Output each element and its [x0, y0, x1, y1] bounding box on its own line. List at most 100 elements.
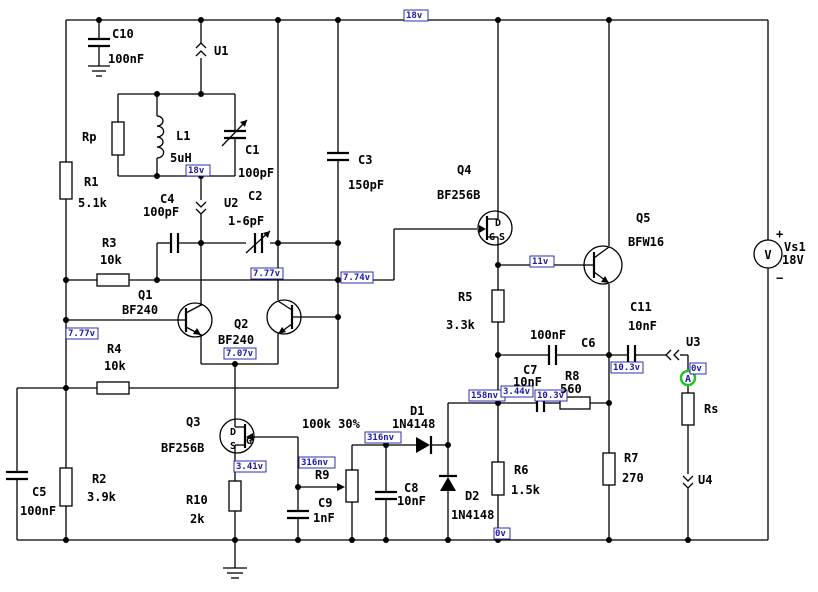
d1-name: D1 — [410, 404, 424, 418]
q2-value: BF240 — [218, 333, 254, 347]
r3-value: 10k — [100, 253, 122, 267]
r4-value: 10k — [104, 359, 126, 373]
voltage-tags: 18v 18v 7.77v 7.74v 7.77v 7.07v 3.41v 31… — [65, 9, 707, 540]
q4-name: Q4 — [457, 163, 471, 177]
tag-r8-left: 3.44v — [503, 387, 531, 397]
q4-value: BF256B — [437, 188, 480, 202]
tag-top-rail: 18v — [406, 11, 423, 21]
c5-value: 100nF — [20, 504, 56, 518]
c8-name: C8 — [404, 481, 418, 495]
probe-u2-icon — [195, 201, 207, 215]
r5-value: 3.3k — [446, 318, 476, 332]
q3-drain-pin: D — [230, 427, 236, 438]
c6-name: C6 — [581, 336, 595, 350]
resistor-rp[interactable] — [111, 121, 125, 156]
tag-q3-source: 3.41v — [236, 462, 264, 472]
d2-value: 1N4148 — [451, 508, 494, 522]
probe-u1-icon — [195, 42, 207, 57]
tag-q4-gate: 7.74v — [343, 273, 371, 283]
r3-name: R3 — [102, 236, 116, 250]
c11-name: C11 — [630, 300, 652, 314]
probe-a[interactable]: A — [679, 369, 697, 387]
diode-d2[interactable] — [439, 474, 457, 491]
q2-name: Q2 — [234, 317, 248, 331]
tag-q1-base: 7.77v — [68, 329, 96, 339]
capacitor-c9[interactable] — [287, 509, 309, 520]
tag-q4-source: 11v — [532, 257, 549, 267]
q3-source-pin: S — [230, 441, 236, 452]
tag-u2-node: 18v — [188, 166, 205, 176]
capacitor-c5[interactable] — [6, 470, 28, 481]
tag-q2-base: 7.77v — [253, 269, 281, 279]
c2-name: C2 — [248, 189, 262, 203]
c1-name: C1 — [245, 143, 259, 157]
transistor-q1[interactable] — [177, 302, 213, 338]
potentiometer-r9[interactable] — [337, 469, 359, 503]
c3-value: 150pF — [348, 178, 384, 192]
tag-ground: 0v — [495, 529, 506, 539]
capacitor-c6[interactable] — [547, 345, 558, 365]
c6-value: 100nF — [530, 328, 566, 342]
q1-value: BF240 — [122, 303, 158, 317]
rs-name: Rs — [704, 402, 718, 416]
voltmeter-symbol: V — [764, 248, 771, 262]
plus-sign: + — [776, 227, 783, 241]
probe-u3-icon — [665, 349, 680, 361]
c9-value: 1nF — [313, 511, 335, 525]
resistor-r5[interactable] — [491, 289, 505, 323]
q5-value: BFW16 — [628, 235, 664, 249]
q5-name: Q5 — [636, 211, 650, 225]
resistor-r10[interactable] — [228, 480, 242, 512]
c10-value: 100nF — [108, 52, 144, 66]
r2-name: R2 — [92, 472, 106, 486]
u4-name: U4 — [698, 473, 712, 487]
voltage-source-vs1[interactable]: V + − — [753, 227, 783, 285]
vs1-name: Vs1 — [784, 240, 806, 254]
capacitor-c2-variable[interactable] — [245, 230, 271, 254]
tag-c7-node: 158nv — [471, 391, 499, 401]
r1-name: R1 — [84, 175, 98, 189]
r9-name: R9 — [315, 468, 329, 482]
c7-value: 10nF — [513, 375, 542, 389]
resistor-r4[interactable] — [96, 381, 130, 395]
resistor-r3[interactable] — [96, 273, 130, 287]
l1-value: 5uH — [170, 151, 192, 165]
wires — [16, 19, 769, 568]
c10-name: C10 — [112, 27, 134, 41]
resistor-r8[interactable] — [559, 396, 591, 410]
c3-name: C3 — [358, 153, 372, 167]
r6-name: R6 — [514, 463, 528, 477]
capacitor-c10[interactable] — [88, 37, 110, 77]
transistor-q4[interactable]: D G S — [477, 210, 513, 246]
resistor-r7[interactable] — [602, 452, 616, 486]
resistor-r6[interactable] — [491, 461, 505, 496]
r9-value: 100k 30% — [302, 417, 361, 431]
tag-r8-right: 10.3v — [537, 391, 565, 401]
transistor-q5[interactable] — [583, 245, 623, 285]
r7-name: R7 — [624, 451, 638, 465]
r10-value: 2k — [190, 512, 205, 526]
c8-value: 10nF — [397, 494, 426, 508]
r7-value: 270 — [622, 471, 644, 485]
r6-value: 1.5k — [511, 483, 541, 497]
u3-name: U3 — [686, 335, 700, 349]
r5-name: R5 — [458, 290, 472, 304]
capacitor-c1-variable[interactable] — [221, 119, 248, 147]
resistor-r2[interactable] — [59, 467, 73, 507]
minus-sign: − — [776, 271, 783, 285]
c2-value: 1-6pF — [228, 214, 264, 228]
resistor-rs[interactable] — [681, 392, 695, 426]
transistor-q3[interactable]: D G S — [219, 418, 255, 454]
tag-r9-wiper: 316nv — [301, 458, 329, 468]
diode-d1[interactable] — [416, 436, 433, 454]
u1-name: U1 — [214, 44, 228, 58]
capacitor-c4[interactable] — [169, 233, 180, 253]
resistor-r1[interactable] — [59, 161, 73, 200]
vs1-value: 18V — [782, 253, 804, 267]
d2-name: D2 — [465, 489, 479, 503]
transistor-q2[interactable] — [266, 299, 302, 335]
capacitor-c3[interactable] — [327, 151, 349, 162]
rp-name: Rp — [82, 130, 96, 144]
capacitor-c8[interactable] — [375, 490, 397, 501]
inductor-l1[interactable] — [156, 115, 165, 159]
